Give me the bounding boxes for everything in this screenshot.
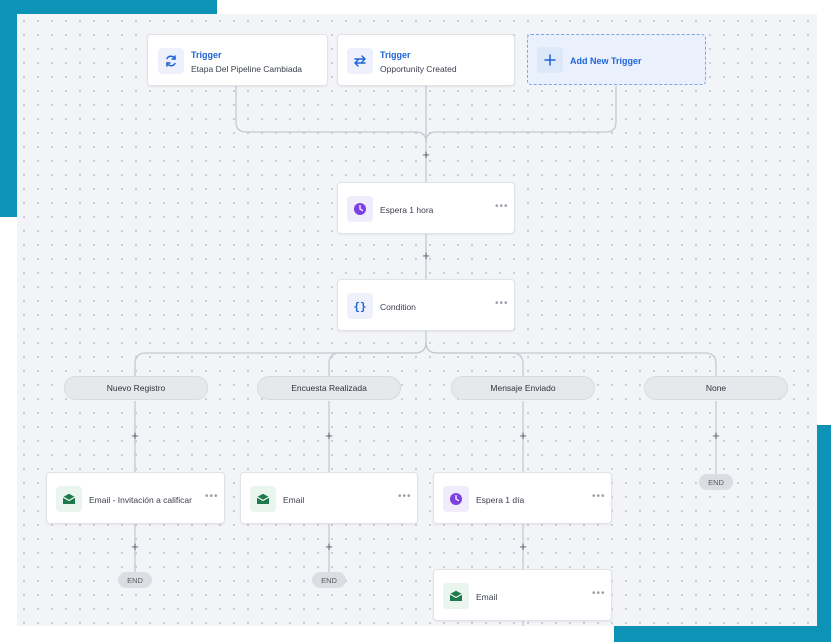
trigger-subtitle: Opportunity Created [380, 64, 457, 74]
end-marker: END [118, 572, 152, 588]
condition-step-label: Condition [380, 302, 416, 312]
end-marker: END [699, 474, 733, 490]
trigger-card-opportunity-created[interactable]: Trigger Opportunity Created [337, 34, 515, 86]
add-step-plus[interactable]: + [325, 539, 333, 554]
more-options-icon[interactable]: ••• [495, 201, 509, 212]
swap-icon [347, 48, 373, 74]
branch-nuevo-registro[interactable]: Nuevo Registro [64, 376, 208, 400]
more-options-icon[interactable]: ••• [592, 588, 606, 599]
more-options-icon[interactable]: ••• [205, 491, 219, 502]
braces-icon: {} [347, 293, 373, 319]
add-step-plus[interactable]: + [131, 428, 139, 443]
email-card[interactable]: Email ••• [433, 569, 612, 621]
clock-icon [347, 196, 373, 222]
trigger-card-pipeline-stage[interactable]: Trigger Etapa Del Pipeline Cambiada [147, 34, 328, 86]
workflow-canvas[interactable]: Trigger Etapa Del Pipeline Cambiada Trig… [17, 14, 817, 626]
wait-step-card[interactable]: Espera 1 hora ••• [337, 182, 515, 234]
clock-icon [443, 486, 469, 512]
connector-lines [134, 86, 717, 626]
wait-day-card[interactable]: Espera 1 día ••• [433, 472, 612, 524]
plus-icon [537, 47, 563, 73]
more-options-icon[interactable]: ••• [398, 491, 412, 502]
add-new-trigger-button[interactable]: Add New Trigger [527, 34, 706, 85]
add-step-plus[interactable]: + [519, 428, 527, 443]
email-icon [56, 486, 82, 512]
accent-bar-right [817, 425, 831, 642]
accent-bar-left [0, 0, 17, 217]
add-step-plus[interactable]: + [519, 539, 527, 554]
add-step-plus[interactable]: + [131, 539, 139, 554]
email-invite-card[interactable]: Email - Invitación a calificar ••• [46, 472, 225, 524]
more-options-icon[interactable]: ••• [592, 491, 606, 502]
add-step-plus[interactable]: + [325, 428, 333, 443]
accent-bar-top-left [0, 0, 217, 14]
email-card[interactable]: Email ••• [240, 472, 418, 524]
trigger-subtitle: Etapa Del Pipeline Cambiada [191, 64, 303, 74]
end-marker: END [312, 572, 346, 588]
condition-step-card[interactable]: {} Condition ••• [337, 279, 515, 331]
email-icon [250, 486, 276, 512]
trigger-title: Trigger [380, 50, 411, 60]
add-step-plus[interactable]: + [422, 248, 430, 263]
wait-day-label: Espera 1 día [476, 495, 525, 505]
more-options-icon[interactable]: ••• [495, 298, 509, 309]
email-label: Email [476, 592, 498, 602]
wait-step-label: Espera 1 hora [380, 205, 434, 215]
add-step-plus[interactable]: + [712, 428, 720, 443]
add-trigger-label: Add New Trigger [570, 56, 642, 66]
refresh-icon [158, 48, 184, 74]
branch-none[interactable]: None [644, 376, 788, 400]
email-label: Email [283, 495, 305, 505]
branch-mensaje-enviado[interactable]: Mensaje Enviado [451, 376, 595, 400]
branch-encuesta-realizada[interactable]: Encuesta Realizada [257, 376, 401, 400]
add-step-plus[interactable]: + [422, 147, 430, 162]
accent-bar-bottom [614, 626, 831, 642]
email-invite-label: Email - Invitación a calificar [89, 495, 192, 505]
email-icon [443, 583, 469, 609]
trigger-title: Trigger [191, 50, 222, 60]
